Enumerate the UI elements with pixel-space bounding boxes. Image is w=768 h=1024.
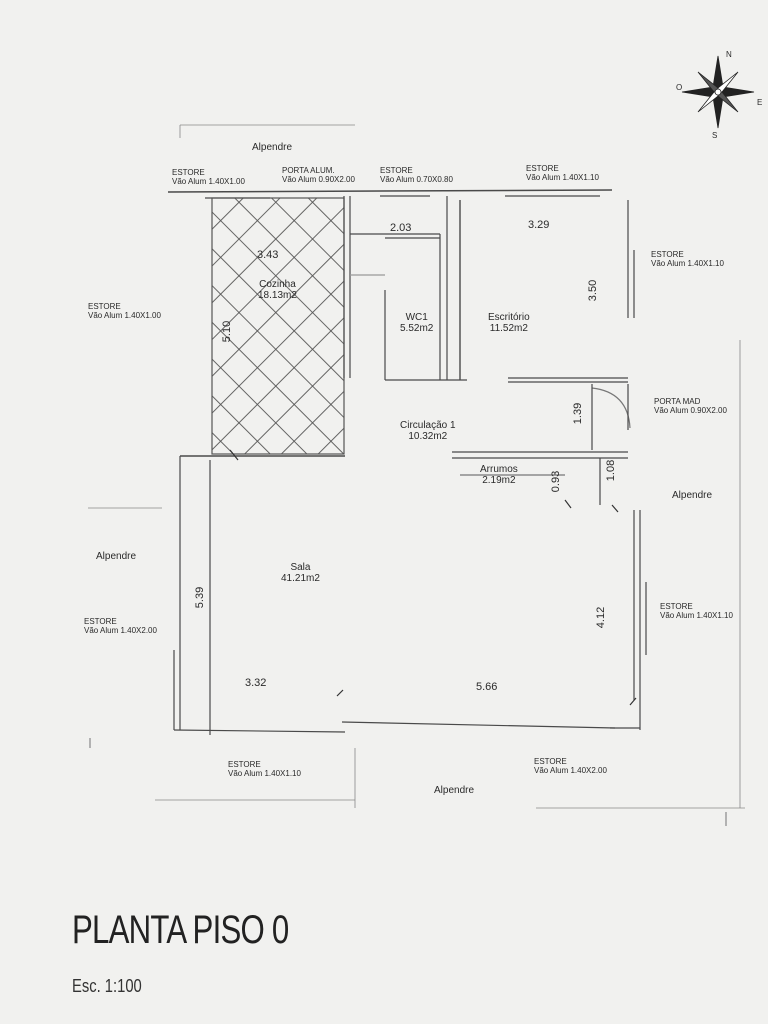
dimension-label: 3.50 [587,279,600,302]
compass-north-label: N [726,50,732,59]
room-wc1: WC1 5.52m2 [400,312,433,334]
room-arrumos: Arrumos 2.19m2 [480,464,518,486]
compass-south-label: S [712,131,718,140]
dimension-label: 3.43 [257,249,279,261]
opening-spec: Vão Alum 0.70X0.80 [380,175,453,184]
opening-right-porta: PORTA MAD Vão Alum 0.90X2.00 [654,397,727,415]
opening-type: ESTORE [534,757,567,766]
dimension-label: 5.39 [194,586,207,609]
compass-west-label: O [676,83,683,92]
opening-top-estore-3: ESTORE Vão Alum 1.40X1.10 [526,164,599,182]
porch-right-label: Alpendre [672,490,713,501]
dimension-label: 4.12 [595,606,608,629]
room-area: 18.13m2 [258,290,297,301]
opening-spec: Vão Alum 1.40X1.10 [526,173,599,182]
dimension-label: 2.03 [390,222,412,234]
room-area: 41.21m2 [281,573,320,584]
room-area: 2.19m2 [482,475,516,486]
compass-rose-icon [681,55,755,129]
plan-scale: Esc. 1:100 [72,976,142,996]
plan-title: PLANTA PISO 0 [72,908,289,952]
porch-top-label: Alpendre [252,142,293,153]
opening-spec: Vão Alum 1.40X1.00 [88,311,161,320]
opening-type: PORTA MAD [654,397,701,406]
room-area: 11.52m2 [489,323,528,334]
compass-east-label: E [757,98,763,107]
room-name: WC1 [405,312,428,323]
opening-bottom-estore-2: ESTORE Vão Alum 1.40X2.00 [534,757,607,775]
dimension-label: 1.39 [572,402,585,425]
opening-bottom-estore-1: ESTORE Vão Alum 1.40X1.10 [228,760,301,778]
dimension-label: 5.10 [221,320,234,343]
opening-top-estore-2: ESTORE Vão Alum 0.70X0.80 [380,166,453,184]
opening-type: ESTORE [651,250,684,259]
opening-spec: Vão Alum 0.90X2.00 [282,175,355,184]
opening-spec: Vão Alum 1.40X1.00 [172,177,245,186]
dimension-label: 0.93 [550,470,563,493]
room-name: Cozinha [259,279,296,290]
room-name: Sala [290,562,311,573]
opening-type: ESTORE [172,168,205,177]
room-area: 5.52m2 [400,323,434,334]
opening-left-estore-1: ESTORE Vão Alum 1.40X1.00 [88,302,161,320]
room-escritorio: Escritório 11.52m2 [488,312,530,334]
opening-type: PORTA ALUM. [282,166,335,175]
opening-spec: Vão Alum 1.40X2.00 [84,626,157,635]
opening-type: ESTORE [660,602,693,611]
opening-spec: Vão Alum 1.40X1.10 [651,259,724,268]
room-name: Escritório [488,312,530,323]
opening-spec: Vão Alum 1.40X1.10 [228,769,301,778]
opening-spec: Vão Alum 0.90X2.00 [654,406,727,415]
dimension-label: 5.66 [476,681,498,693]
opening-right-estore-2: ESTORE Vão Alum 1.40X1.10 [660,602,733,620]
opening-left-estore-2: ESTORE Vão Alum 1.40X2.00 [84,617,157,635]
opening-type: ESTORE [88,302,121,311]
opening-type: ESTORE [228,760,261,769]
opening-spec: Vão Alum 1.40X1.10 [660,611,733,620]
dimension-label: 3.29 [528,219,550,231]
porch-left-label: Alpendre [96,551,137,562]
room-name: Arrumos [480,464,518,475]
room-circulacao: Circulação 1 10.32m2 [400,420,456,442]
room-cozinha: Cozinha 18.13m2 [258,279,297,301]
opening-type: ESTORE [380,166,413,175]
room-name: Circulação 1 [400,420,456,431]
room-area: 10.32m2 [408,431,448,442]
opening-type: ESTORE [526,164,559,173]
opening-type: ESTORE [84,617,117,626]
opening-top-estore-1: ESTORE Vão Alum 1.40X1.00 [172,168,245,186]
room-sala: Sala 41.21m2 [281,562,320,584]
opening-right-estore-1: ESTORE Vão Alum 1.40X1.10 [651,250,724,268]
opening-top-porta: PORTA ALUM. Vão Alum 0.90X2.00 [282,166,355,184]
porch-bottom-label: Alpendre [434,785,475,796]
dimension-label: 1.08 [605,459,618,482]
opening-spec: Vão Alum 1.40X2.00 [534,766,607,775]
kitchen-tiled-floor [211,197,345,455]
dimension-label: 3.32 [245,677,267,689]
